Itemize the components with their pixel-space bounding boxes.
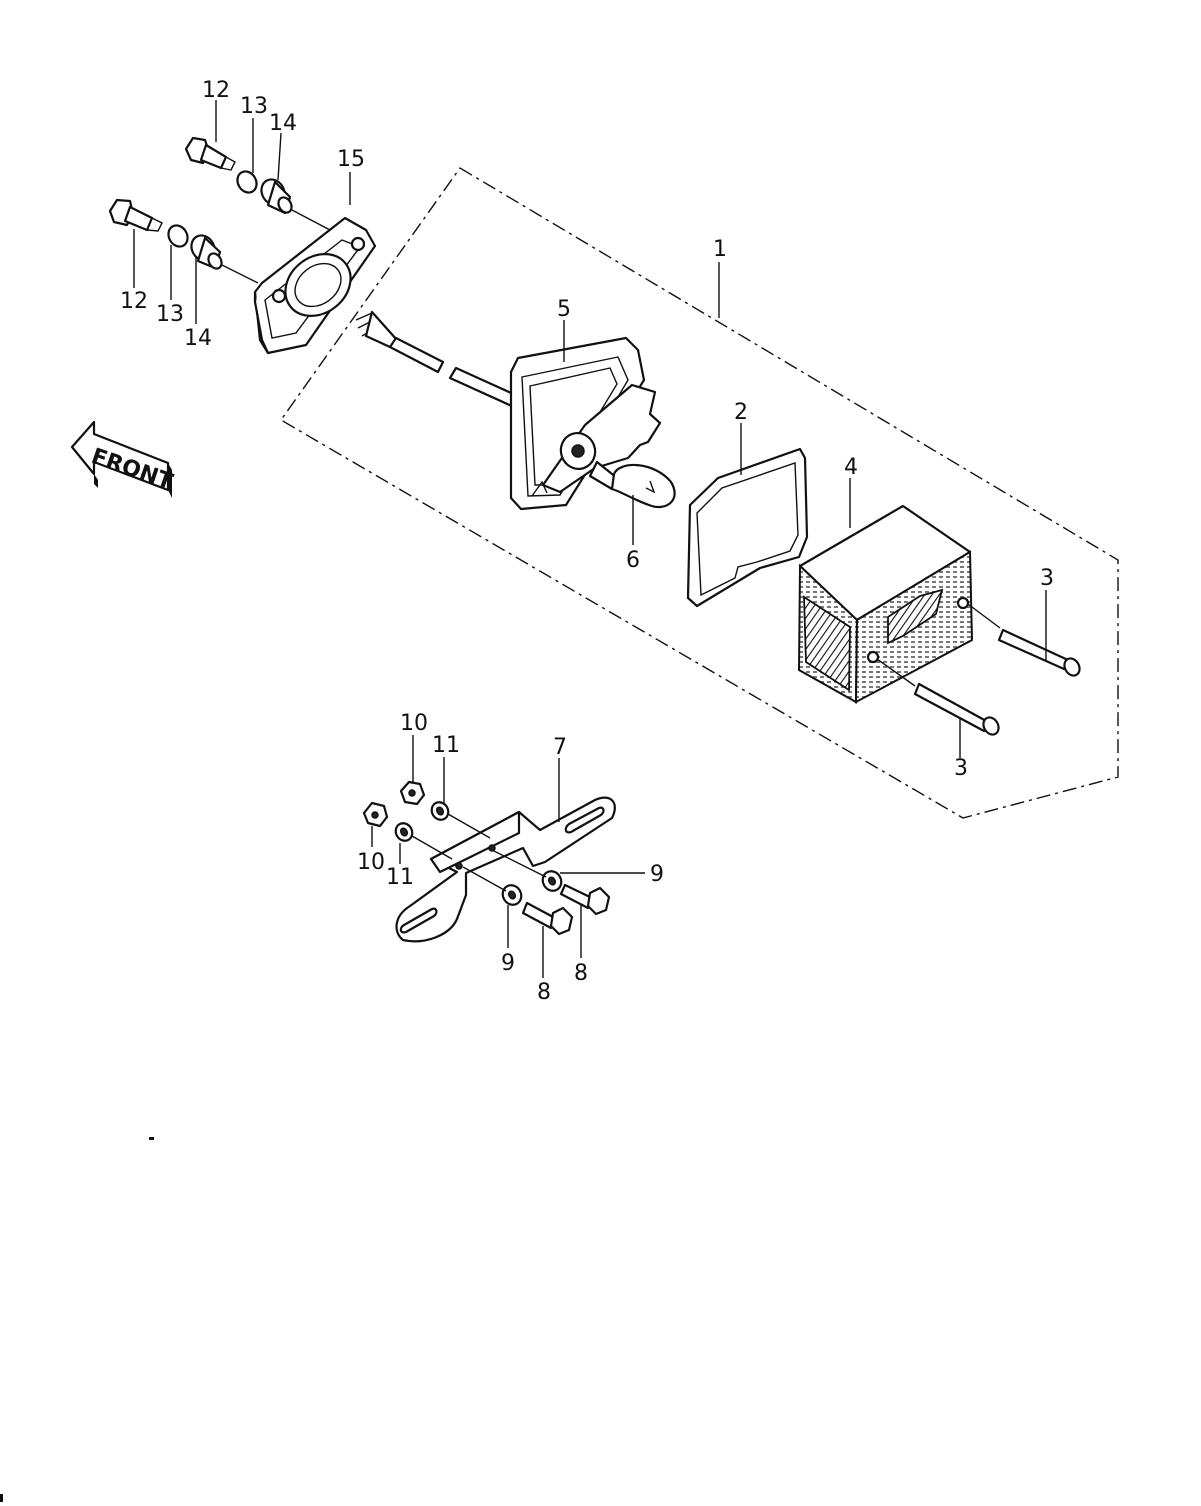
callout-11: 11: [386, 865, 414, 890]
callout-12: 12: [120, 289, 148, 314]
washer-13-upper: [236, 170, 258, 194]
callout-8: 8: [574, 961, 588, 986]
leader-washer-left: [462, 866, 507, 892]
leader-nut-upper: [447, 813, 491, 839]
callout-9: 9: [501, 951, 515, 976]
leader-bushing-upper: [291, 209, 331, 231]
callout-leaders: [133, 100, 1047, 978]
bolt-8-left: [521, 901, 574, 936]
callout-4: 4: [844, 455, 858, 480]
callout-2: 2: [734, 400, 748, 425]
leader-washer-right: [493, 850, 547, 878]
callout-13: 13: [156, 302, 184, 327]
callout-8: 8: [537, 980, 551, 1005]
callout-12: 12: [202, 78, 230, 103]
washer-13-lower: [167, 224, 189, 248]
callout-3: 3: [1040, 566, 1054, 591]
bolt-12-upper: [184, 136, 236, 171]
callout-7: 7: [553, 735, 567, 760]
callout-11: 11: [432, 733, 460, 758]
nut-10-lower: [362, 801, 389, 828]
lamp-base: [253, 216, 377, 355]
nut-10-upper: [399, 780, 426, 806]
callout-5: 5: [557, 297, 571, 322]
washer-9-left: [501, 884, 523, 906]
scan-speck: [149, 1137, 154, 1140]
screw-3-lower: [876, 658, 1000, 736]
callout-14: 14: [184, 326, 212, 351]
callout-3: 3: [954, 756, 968, 781]
callout-9: 9: [650, 862, 664, 887]
bushing-14-lower: [190, 234, 223, 270]
bolt-12-lower: [108, 198, 163, 232]
bulb: [588, 460, 676, 508]
callout-14: 14: [269, 111, 297, 136]
screw-3-upper: [967, 603, 1081, 677]
leader-nut-lower: [411, 835, 453, 860]
wire-harness: [355, 310, 522, 409]
callout-10: 10: [400, 711, 428, 736]
assembly-boundary: [279, 167, 1119, 819]
callout-6: 6: [626, 548, 640, 573]
lens: [797, 504, 974, 704]
callout-15: 15: [337, 147, 365, 172]
washer-9-right: [541, 870, 563, 892]
bushing-14-upper: [260, 178, 293, 215]
callout-1: 1: [713, 237, 727, 262]
mounting-bracket: [395, 796, 616, 943]
gasket: [686, 447, 809, 608]
lamp-socket: [509, 336, 662, 511]
callout-13: 13: [240, 94, 268, 119]
scan-speck: [0, 1494, 3, 1502]
bolt-8-right: [559, 883, 611, 916]
washer-11-upper: [430, 801, 450, 821]
callout-10: 10: [357, 850, 385, 875]
callout-numbers: 12 13 14 15 12 13 14 1 5 2 4 6 3 3 7 10 …: [120, 78, 1054, 1005]
washer-11-lower: [394, 822, 414, 842]
leader-bushing-lower: [221, 264, 259, 284]
front-arrow-icon: FRONT: [70, 420, 176, 498]
